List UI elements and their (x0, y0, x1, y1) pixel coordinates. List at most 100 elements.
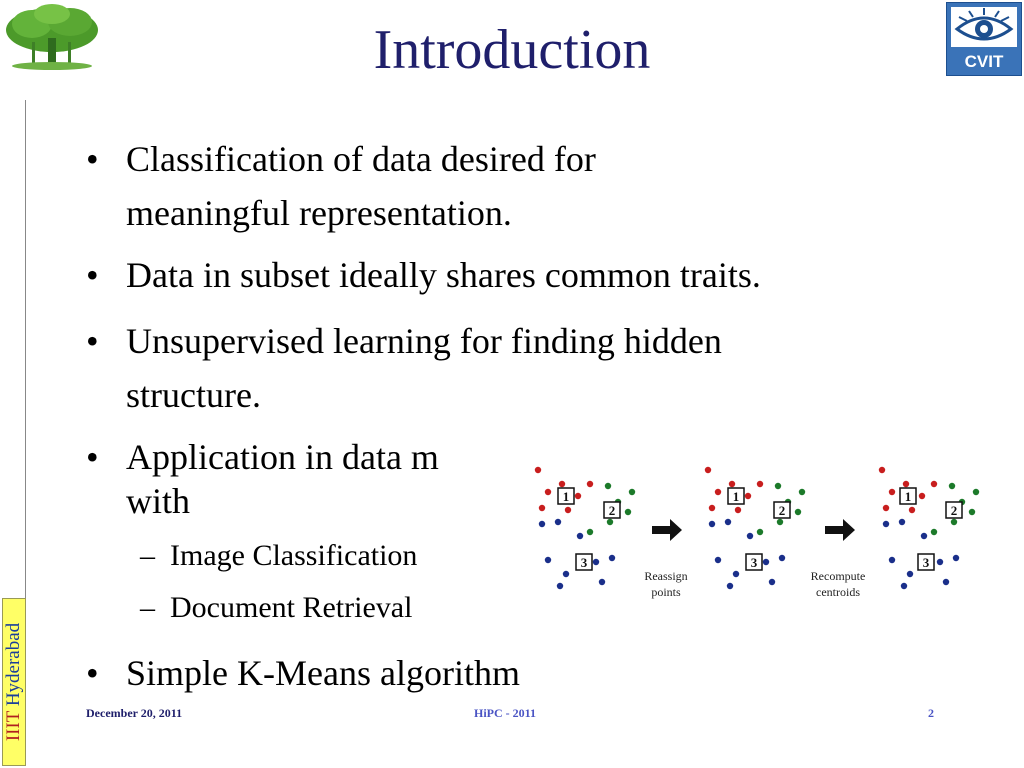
scatter-point (554, 518, 562, 526)
scatter-point (774, 482, 782, 490)
bullet-text-continued: meaningful representation. (126, 193, 512, 233)
scatter-point (708, 520, 716, 528)
step-label: points (651, 585, 681, 599)
scatter-point (606, 518, 614, 526)
scatter-point (708, 504, 716, 512)
subbullet-text: Image Classification (170, 539, 418, 572)
scatter-point (724, 518, 732, 526)
subbullet-dash: – (140, 539, 155, 572)
scatter-point (628, 488, 636, 496)
bullet-text: Classification of data desired for (126, 139, 596, 179)
scatter-point (726, 582, 734, 590)
centroid-box (603, 501, 621, 519)
scatter-point (624, 508, 632, 516)
institute-hyderabad: Hyderabad (3, 622, 24, 707)
bullet-text: Application in data m (126, 437, 439, 477)
scatter-point (882, 504, 890, 512)
centroid-box (917, 553, 935, 571)
bullet-dot: • (86, 139, 99, 179)
scatter-point (768, 578, 776, 586)
scatter-point (882, 520, 890, 528)
scatter-point (574, 492, 582, 500)
institute-tag: IIIT Hyderabad (2, 598, 26, 766)
scatter-point (908, 506, 916, 514)
scatter-point (534, 466, 542, 474)
footer-page-number: 2 (928, 706, 934, 720)
scatter-point (936, 558, 944, 566)
cvit-logo-text: CVIT (965, 52, 1004, 71)
scatter-point (556, 582, 564, 590)
centroid-box (899, 487, 917, 505)
scatter-point (756, 528, 764, 536)
centroid-label: 3 (751, 555, 758, 570)
bullet-dot: • (86, 255, 99, 295)
scatter-point (898, 518, 906, 526)
scatter-point (732, 570, 740, 578)
scatter-point (762, 558, 770, 566)
scatter-point (544, 556, 552, 564)
scatter-point (586, 528, 594, 536)
bullet-dot: • (86, 653, 99, 693)
centroid-box (945, 501, 963, 519)
scatter-point (930, 480, 938, 488)
scatter-point (778, 554, 786, 562)
scatter-point (592, 558, 600, 566)
step-label: Recompute (811, 569, 866, 583)
scatter-point (558, 480, 566, 488)
bullet-dot: • (86, 321, 99, 361)
scatter-point (604, 482, 612, 490)
footer-date: December 20, 2011 (86, 706, 183, 720)
scatter-point (562, 570, 570, 578)
scatter-point (948, 482, 956, 490)
scatter-point (798, 488, 806, 496)
centroid-box (745, 553, 763, 571)
centroid-label: 1 (733, 489, 740, 504)
cvit-logo: CVIT (946, 2, 1022, 76)
centroid-label: 2 (609, 503, 616, 518)
bullet-text: Unsupervised learning for finding hidden (126, 321, 722, 361)
scatter-point (586, 480, 594, 488)
subbullet-dash: – (140, 591, 155, 624)
centroid-box (557, 487, 575, 505)
centroid-label: 1 (905, 489, 912, 504)
scatter-point (728, 480, 736, 488)
centroid-label: 2 (779, 503, 786, 518)
centroid-label: 3 (581, 555, 588, 570)
scatter-point (888, 556, 896, 564)
bullet-text-continued: structure. (126, 375, 261, 415)
scatter-point (972, 488, 980, 496)
tree-logo-icon (6, 4, 98, 70)
scatter-point (598, 578, 606, 586)
scatter-point (714, 556, 722, 564)
arrow-right-icon (652, 519, 682, 541)
scatter-point (888, 488, 896, 496)
step-label: centroids (816, 585, 860, 599)
scatter-point (900, 582, 908, 590)
scatter-point (794, 508, 802, 516)
scatter-point (968, 508, 976, 516)
scatter-point (952, 554, 960, 562)
scatter-point (920, 532, 928, 540)
institute-iiit: IIIT (3, 710, 24, 742)
scatter-point (878, 466, 886, 474)
scatter-point (756, 480, 764, 488)
arrow-right-icon (825, 519, 855, 541)
slide-title: Introduction (373, 19, 651, 81)
step-label: Reassign (644, 569, 687, 583)
bullet-text-continued: with (126, 481, 191, 521)
scatter-point (906, 570, 914, 578)
scatter-point (744, 492, 752, 500)
bullet-text: Simple K-Means algorithm (126, 653, 520, 693)
centroid-label: 3 (923, 555, 930, 570)
scatter-point (942, 578, 950, 586)
bullet-text: Data in subset ideally shares common tra… (126, 255, 761, 295)
vertical-divider (25, 100, 26, 600)
scatter-point (608, 554, 616, 562)
scatter-point (564, 506, 572, 514)
subbullet-item: –Image Classification (140, 536, 417, 576)
scatter-point (704, 466, 712, 474)
scatter-point (538, 504, 546, 512)
subbullet-text: Document Retrieval (170, 591, 413, 624)
centroid-box (575, 553, 593, 571)
scatter-point (734, 506, 742, 514)
